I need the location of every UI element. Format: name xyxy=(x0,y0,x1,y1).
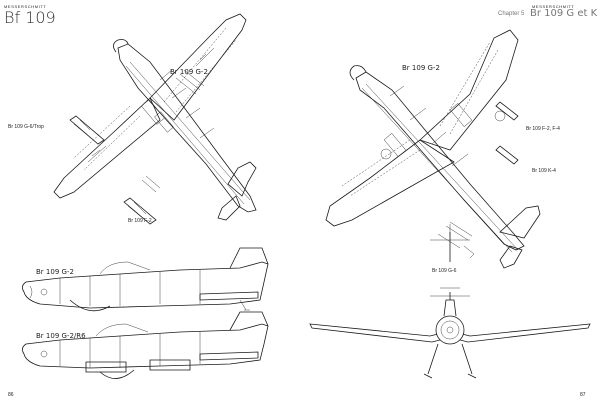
right-page-number: 87 xyxy=(580,392,586,398)
right-header-small: MESSERSCHMITT xyxy=(532,4,575,9)
label-g6-trop: Br 109 G-6/Trop xyxy=(8,124,44,130)
top-view-aircraft-drawing xyxy=(53,13,257,225)
left-drawings xyxy=(22,13,269,379)
label-top-view-g2: Br 109 G-2 xyxy=(170,68,208,76)
label-f2-f4: Br 109 F-2, F-4 xyxy=(526,126,560,132)
right-drawings xyxy=(309,29,591,379)
left-page-number: 86 xyxy=(8,392,14,398)
underside-view-aircraft-drawing xyxy=(325,29,541,269)
front-view-aircraft-drawing xyxy=(309,224,591,379)
left-header-small: MESSERSCHMITT xyxy=(4,4,47,9)
right-page: MESSERSCHMITT Chapter 5 Br 109 G et K xyxy=(300,0,600,407)
left-header-title: Bf 109 xyxy=(4,8,56,27)
label-f2: Br 109 F-2 xyxy=(128,218,152,224)
label-side-g2-r6: Br 109 G-2/R6 xyxy=(36,332,86,340)
label-k4: Br 109 K-4 xyxy=(532,168,556,174)
right-header-chapter: Chapter 5 xyxy=(498,11,525,17)
label-side-g2: Br 109 G-2 xyxy=(36,268,74,276)
left-page: MESSERSCHMITT Bf 109 xyxy=(4,0,301,407)
label-under-view-g2: Br 109 G-2 xyxy=(402,64,440,72)
right-header-title: Br 109 G et K xyxy=(530,8,598,19)
label-g6: Br 109 G-6 xyxy=(432,268,457,274)
side-view-g2-drawing xyxy=(22,247,269,312)
side-view-g2-r6-drawing xyxy=(22,311,269,379)
